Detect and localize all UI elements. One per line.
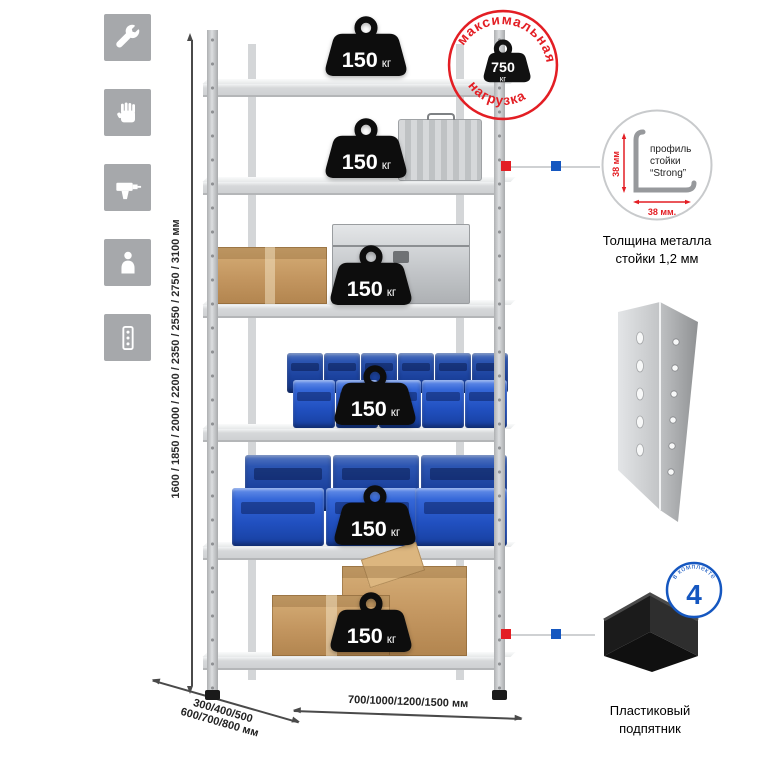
profile-caption-line2: стойки 1,2 мм	[615, 250, 699, 266]
callout-marker-blue	[551, 161, 561, 171]
profile-label: “Strong”	[650, 168, 686, 179]
depth-dimension: 300/400/500 600/700/800 мм	[145, 676, 301, 749]
stamp-load-unit: кг	[500, 74, 507, 83]
profile-caption: Толщина металла стойки 1,2 мм	[582, 232, 732, 267]
rack-front-post	[494, 30, 505, 692]
rack-shelf	[202, 424, 516, 442]
rack-shelf	[202, 79, 516, 97]
weight-icon: 150 кг	[325, 118, 407, 179]
shelf-load-badge: 150 кг	[307, 15, 425, 82]
shelf-load-badge: 150 кг	[307, 117, 425, 184]
dimension-arrow-icon	[187, 33, 193, 41]
box-lid	[342, 566, 467, 578]
profile-label: профиль	[650, 143, 691, 155]
load-unit: кг	[391, 525, 400, 539]
case-handle	[427, 113, 455, 120]
perforated-post-icon	[104, 314, 151, 361]
post-image	[618, 302, 698, 522]
profile-dim-horizontal: 38 мм.	[648, 207, 676, 217]
callout-marker-red	[501, 629, 511, 639]
profile-dim-vertical: 38 мм	[611, 151, 621, 177]
included-count-badge: в комплекте 4	[664, 560, 724, 625]
height-dimension-label: 1600 / 1850 / 2000 / 2200 / 2350 / 2550 …	[170, 219, 182, 499]
rack-shelf	[202, 177, 516, 195]
shelf-load-badge: 150 кг	[316, 484, 434, 551]
callout-line	[500, 166, 600, 168]
width-dimension: 700/1000/1200/1500 мм	[292, 692, 523, 722]
load-unit: кг	[387, 285, 396, 299]
callout-marker-red	[501, 161, 511, 171]
rack-shelf	[202, 300, 516, 318]
plastic-foot-photo	[592, 582, 712, 679]
cardboard-box-image	[212, 247, 327, 304]
weight-icon: 150 кг	[330, 245, 412, 306]
stamp-load-value: 750	[491, 60, 515, 76]
shelf-load-badge: 150 кг	[312, 591, 430, 658]
plastic-bin	[415, 488, 507, 546]
rack-foot	[205, 690, 220, 700]
dimension-line	[191, 40, 193, 686]
plastic-bin	[232, 488, 324, 546]
box-tape	[264, 247, 276, 304]
box-seam	[333, 245, 469, 247]
load-value: 150	[351, 516, 387, 541]
profile-caption-line1: Толщина металла	[602, 233, 712, 248]
rack-shelf	[202, 652, 516, 670]
perforated-post-glyph	[121, 325, 134, 350]
dimension-line	[292, 706, 523, 722]
weight-icon: 150 кг	[330, 592, 412, 653]
perforated-post-photo	[598, 300, 716, 530]
wrench-icon	[104, 14, 151, 61]
load-value: 150	[347, 623, 383, 648]
max-load-stamp: максимальная нагрузка 750 кг	[446, 2, 566, 122]
rack-back-post	[248, 44, 256, 680]
callout-marker-blue	[551, 629, 561, 639]
person-icon	[104, 239, 151, 286]
width-dimension-label: 700/1000/1200/1500 мм	[347, 693, 469, 711]
load-value: 150	[351, 396, 387, 421]
weight-icon: 150 кг	[334, 365, 416, 426]
stamp-graphic: максимальная нагрузка 750 кг	[447, 2, 566, 121]
drill-icon	[104, 164, 151, 211]
load-unit: кг	[382, 56, 391, 70]
profile-label: стойки	[650, 156, 681, 167]
glove-glyph	[116, 102, 135, 122]
foot-image	[603, 592, 699, 672]
post-profile-detail: 38 мм 38 мм. профиль стойки “Strong”	[600, 108, 714, 227]
rack-foot	[492, 690, 507, 700]
badge-graphic: в комплекте 4	[665, 561, 723, 619]
glove-icon	[104, 89, 151, 136]
load-unit: кг	[391, 405, 400, 419]
shelf-load-badge: 150 кг	[312, 244, 430, 311]
plastic-bin	[293, 380, 335, 428]
wrench-glyph	[115, 24, 139, 47]
weight-icon: 150 кг	[325, 16, 407, 77]
person-glyph	[120, 251, 135, 273]
foot-caption-line1: Пластиковый	[609, 703, 691, 718]
weight-icon: 150 кг	[334, 485, 416, 546]
load-unit: кг	[387, 632, 396, 646]
dimension-arrow-icon	[514, 714, 523, 722]
load-value: 150	[347, 276, 383, 301]
drill-glyph	[115, 182, 141, 199]
shelf-load-badge: 150 кг	[316, 364, 434, 431]
load-unit: кг	[382, 158, 391, 172]
load-value: 150	[342, 149, 378, 174]
foot-caption-line2: подпятник	[619, 720, 681, 736]
box-latch	[393, 251, 409, 263]
badge-count: 4	[686, 579, 702, 610]
rack-front-post	[207, 30, 218, 692]
profile-diagram: 38 мм 38 мм. профиль стойки “Strong”	[601, 109, 713, 221]
rack-shelf	[202, 542, 516, 560]
dimension-arrow-icon	[292, 706, 301, 714]
box-tape	[326, 595, 337, 656]
foot-caption: Пластиковый подпятник	[580, 702, 720, 737]
callout-line	[500, 634, 595, 636]
plastic-bin	[422, 380, 464, 428]
load-value: 150	[342, 47, 378, 72]
